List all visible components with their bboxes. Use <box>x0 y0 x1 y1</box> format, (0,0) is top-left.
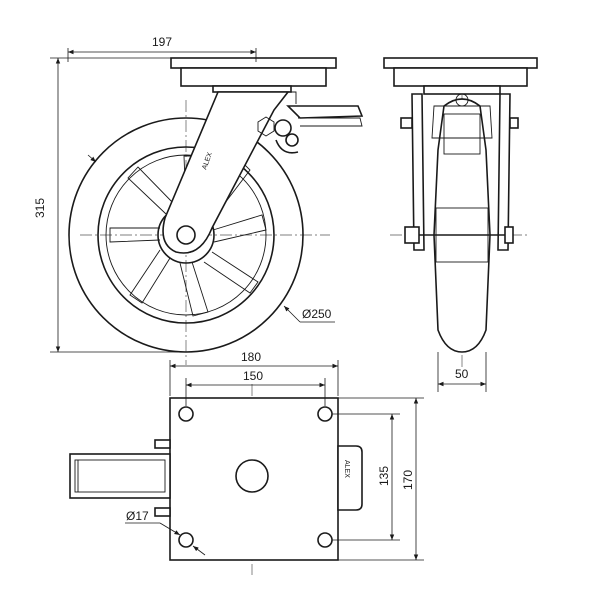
dim-mounting-height: 315 <box>33 198 47 218</box>
top-wheel-projection <box>69 453 171 499</box>
dim-hole-spacing-x: 150 <box>243 369 263 383</box>
fork-hex-nut <box>176 225 196 245</box>
bolt-hole-top-left <box>178 406 194 422</box>
dim-hole-spacing-y: 135 <box>377 466 391 486</box>
plate-brand-label: ALEX <box>343 460 350 478</box>
side-dimensions: 197 315 Ø250 <box>33 35 335 353</box>
swivel-fork-leg <box>162 91 290 254</box>
wheel-tyre-inner <box>97 146 275 324</box>
front-wheel <box>433 98 491 353</box>
wheel-rim <box>105 154 267 316</box>
front-axle <box>404 226 420 244</box>
front-fork-right <box>497 93 511 251</box>
top-brake-pedal <box>337 445 363 511</box>
side-view: ALEX <box>68 57 364 365</box>
bolt-hole-bottom-right <box>317 532 333 548</box>
top-dimensions: 180 150 135 170 Ø17 <box>125 350 424 561</box>
brake-pivot <box>274 119 292 137</box>
side-top-plate <box>170 57 337 69</box>
dim-wheel-width: 50 <box>455 367 469 381</box>
bolt-hole-top-right <box>317 406 333 422</box>
dim-wheel-diameter: Ø250 <box>302 307 332 321</box>
brake-lever <box>286 105 364 119</box>
dim-plate-depth: 170 <box>401 470 415 490</box>
dim-plate-length: 197 <box>152 35 172 49</box>
bolt-hole-bottom-left <box>178 532 194 548</box>
front-top-plate <box>383 57 538 69</box>
front-dimensions: 50 <box>437 352 487 392</box>
top-view: ALEX <box>69 384 365 575</box>
dim-bolt-hole: Ø17 <box>126 509 149 523</box>
wheel-tyre-outer <box>68 117 304 353</box>
front-view <box>383 57 538 370</box>
front-fork-left <box>411 93 425 251</box>
dim-plate-width: 180 <box>241 350 261 364</box>
kingpin-boss <box>235 459 269 493</box>
